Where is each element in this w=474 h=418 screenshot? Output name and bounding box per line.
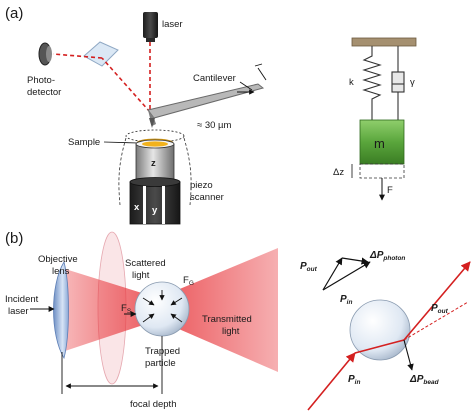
mirror: [83, 41, 119, 67]
scattered-label-2: light: [132, 270, 150, 281]
laser-label: laser: [162, 19, 183, 30]
laser-source: [143, 12, 158, 42]
axis-y-label: y: [152, 205, 158, 216]
panel-a-label: (a): [5, 5, 23, 22]
objective-lens: [53, 260, 69, 360]
panel-b-label: (b): [5, 230, 23, 247]
spring-mass-model: [351, 37, 417, 201]
bead: [349, 299, 411, 361]
spring: [362, 46, 382, 120]
damper: [391, 46, 405, 120]
focal-depth-label: focal depth: [130, 399, 176, 410]
panel-a: (a) laser Photo- detector C: [5, 5, 417, 225]
tip-length-dimension: [237, 63, 267, 95]
dp-photon-label: ΔPphoton: [369, 250, 405, 262]
focal-depth-dimension: [61, 336, 163, 394]
mass-label: m: [374, 136, 385, 151]
panel-b: (b) Incident laser Objective lens Scatte…: [5, 230, 471, 411]
scattered-label-1: Scattered: [125, 258, 166, 269]
axis-z-label: z: [151, 158, 156, 169]
displaced-mass-outline: [359, 163, 405, 179]
cantilever: [147, 83, 265, 128]
photodetector: [38, 42, 52, 66]
cantilever-leader: [239, 81, 253, 91]
piezo-z-section: [135, 139, 175, 181]
cantilever-tip: [149, 118, 155, 128]
p-in-vector-label: Pin: [340, 294, 352, 306]
ray-p-out-label: Pout: [431, 303, 449, 315]
dp-bead-arrow: [403, 339, 414, 371]
trapped-label-1: Trapped: [145, 346, 180, 357]
laser-beam-path: [52, 42, 151, 113]
trapped-label-2: particle: [145, 358, 176, 369]
piezo-label-1: piezo: [190, 180, 213, 191]
objective-label-2: lens: [52, 266, 70, 277]
momentum-vector-triangle: [322, 257, 371, 291]
piezo-label-2: scanner: [190, 192, 224, 203]
force-label: F: [387, 185, 393, 196]
transmitted-beam-cone: [158, 248, 278, 372]
incident-label-1: Incident: [5, 294, 39, 305]
piezo-deformation-outline: [118, 137, 192, 206]
p-out-vector-label: Pout: [300, 261, 318, 273]
cantilever-label: Cantilever: [193, 73, 236, 84]
incident-label-2: laser: [8, 306, 29, 317]
photodetector-label-1: Photo-: [27, 75, 55, 86]
displacement-label: Δz: [333, 167, 344, 178]
ray-p-in-label: Pin: [348, 374, 360, 386]
spring-k-label: k: [349, 77, 354, 88]
axis-x-label: x: [134, 202, 140, 213]
fs-label: FS: [121, 303, 132, 315]
dp-bead-label: ΔPbead: [409, 374, 440, 386]
fixed-support: [351, 37, 417, 47]
fg-label: FG: [183, 275, 194, 287]
piezo-xy-section: [129, 177, 181, 225]
gradient-force-arrows: [142, 290, 183, 323]
incident-beam-cone: [62, 268, 158, 352]
photodetector-label-2: detector: [27, 87, 61, 98]
sample-leader: [103, 141, 139, 144]
damper-gamma-label: γ: [410, 77, 415, 88]
objective-label-1: Objective: [38, 254, 78, 265]
sample-label: Sample: [68, 137, 100, 148]
tip-length-label: ≈ 30 µm: [197, 120, 232, 131]
light-ray: [307, 261, 471, 411]
transmitted-label-2: light: [222, 326, 240, 337]
transmitted-label-1: Transmitted: [202, 314, 252, 325]
